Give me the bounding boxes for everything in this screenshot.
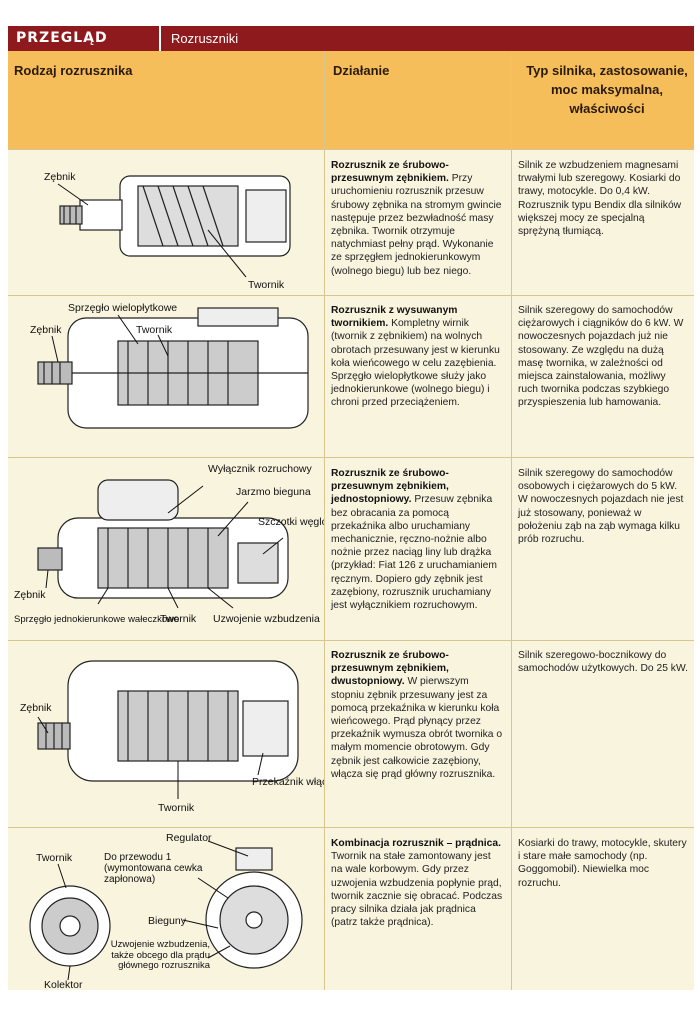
- table-header: Rodzaj rozrusznika Działanie Typ silnika…: [8, 51, 694, 149]
- title-bar: PRZEGLĄD Rozruszniki: [8, 26, 694, 51]
- part-label: Zębnik: [30, 324, 62, 336]
- engine-description: Silnik szeregowy do samochodów ciężarowy…: [518, 305, 684, 409]
- starter-illustration: Zębnik Twornik: [44, 171, 291, 291]
- section-tab: PRZEGLĄD: [8, 26, 161, 51]
- column-divider: [511, 51, 512, 990]
- engine-description: Silnik szeregowo-bocznikowy do samochodó…: [518, 650, 688, 675]
- starter-illustration: Zębnik Przekaźnik włączania Twornik: [20, 660, 324, 814]
- part-label: Twornik: [160, 613, 197, 625]
- part-label: Regulator: [166, 832, 212, 844]
- engine-description: Silnik ze wzbudzeniem magnesami trwałymi…: [518, 160, 682, 238]
- part-label: Kolektor: [44, 979, 83, 991]
- part-label: Zębnik: [20, 702, 52, 714]
- part-label: Szczotki węglowe: [258, 516, 324, 528]
- table-row: Zębnik Twornik Rozrusznik ze śrubowo-prz…: [8, 149, 694, 296]
- starter-illustration: Wyłącznik rozruchowy Jarzmo bieguna Szcz…: [14, 463, 324, 625]
- part-label: Twornik: [248, 279, 285, 291]
- part-label: Sprzęgło wielopłytkowe: [68, 302, 177, 314]
- part-label: Przekaźnik włączania: [252, 776, 324, 788]
- part-label: Uzwojenie wzbudzenia, także obcego dla p…: [110, 940, 210, 971]
- column-divider: [324, 51, 325, 990]
- part-label: Sprzęgło jednokierunkowe wałeczkowe: [14, 614, 179, 625]
- action-description: Rozrusznik ze śrubowo-przesuwnym zębniki…: [331, 650, 503, 780]
- starter-illustration: Regulator Twornik Do przewodu 1 (wymonto…: [29, 832, 303, 991]
- table-row: Regulator Twornik Do przewodu 1 (wymonto…: [8, 827, 694, 991]
- column-header-type: Rodzaj rozrusznika: [14, 63, 133, 78]
- part-label: Twornik: [136, 324, 173, 336]
- engine-description: Kosiarki do trawy, motocykle, skutery i …: [518, 838, 687, 889]
- action-description: Rozrusznik ze śrubowo-przesuwnym zębniki…: [331, 468, 497, 612]
- engine-description: Silnik szeregowy do samochodów osobowych…: [518, 468, 684, 546]
- table-row: Sprzęgło wielopłytkowe Zębnik Twornik Ro…: [8, 295, 694, 458]
- column-header-action: Działanie: [333, 63, 390, 78]
- table-row: Zębnik Przekaźnik włączania Twornik Rozr…: [8, 640, 694, 828]
- action-description: Rozrusznik z wysuwanym twornikiem. Kompl…: [331, 305, 500, 409]
- page-title: Rozruszniki: [171, 31, 239, 46]
- part-label: Uzwojenie wzbudzenia: [213, 613, 320, 625]
- table-row: Wyłącznik rozruchowy Jarzmo bieguna Szcz…: [8, 457, 694, 641]
- part-label: Jarzmo bieguna: [236, 486, 311, 498]
- part-label: Bieguny: [148, 915, 187, 927]
- part-label: Do przewodu 1 (wymontowana cewka zapłono…: [104, 852, 203, 885]
- part-label: Twornik: [158, 802, 195, 814]
- part-label: Twornik: [36, 852, 73, 864]
- part-label: Zębnik: [14, 589, 46, 601]
- part-label: Zębnik: [44, 171, 76, 183]
- column-header-engine: Typ silnika, zastosowanie, moc maksymaln…: [526, 63, 688, 116]
- section-label: PRZEGLĄD: [16, 30, 108, 46]
- action-description: Kombinacja rozrusznik – prądnica. Tworni…: [331, 838, 503, 929]
- starter-illustration: Sprzęgło wielopłytkowe Zębnik Twornik: [30, 302, 309, 429]
- action-description: Rozrusznik ze śrubowo-przesuwnym zębniki…: [331, 160, 502, 277]
- overview-page: PRZEGLĄD Rozruszniki Rodzaj rozrusznika …: [8, 26, 694, 991]
- part-label: Wyłącznik rozruchowy: [208, 463, 313, 475]
